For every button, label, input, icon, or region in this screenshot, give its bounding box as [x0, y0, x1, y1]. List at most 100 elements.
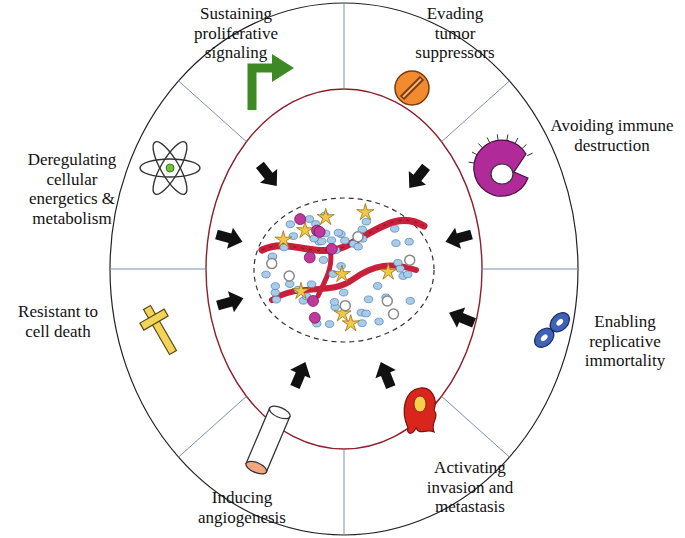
vessel-detail: [262, 220, 424, 250]
fibroblast: [333, 265, 350, 281]
immune-cell-icon: [469, 134, 533, 196]
fibroblast: [317, 208, 334, 224]
sector-dividers: [110, 3, 578, 535]
stromal-cell: [382, 296, 392, 306]
cancer-cell: [354, 243, 362, 250]
tumor-cells: [262, 203, 415, 331]
immune-cell: [295, 214, 306, 225]
hallmark-label: Avoiding immune destruction: [542, 116, 682, 155]
tumor-illustration: [254, 198, 434, 342]
hallmark-label: Deregulating cellular energetics & metab…: [17, 150, 127, 228]
suppressor-icon: [395, 71, 429, 105]
cancer-cell: [307, 281, 315, 288]
fibroblast: [275, 231, 292, 247]
cancer-cell: [317, 238, 325, 245]
cilium: [487, 137, 490, 142]
infinity-loop: [546, 309, 573, 336]
fibroblast: [357, 203, 374, 219]
inward-arrow: [371, 358, 401, 391]
sector-divider: [110, 269, 206, 270]
cancer-cell: [406, 298, 414, 305]
cancer-cell: [364, 296, 372, 303]
invasive-cell-body: [404, 388, 436, 433]
cancer-cell: [391, 225, 399, 232]
cancer-cell: [271, 283, 279, 290]
stop-bar: [402, 78, 422, 98]
cancer-cell: [392, 240, 400, 247]
cilium: [497, 134, 499, 140]
cancer-cell: [375, 318, 383, 325]
sector-divider: [179, 81, 247, 142]
stromal-cell: [405, 255, 415, 265]
tube-opening: [244, 459, 268, 477]
atom-orbit: [147, 138, 193, 199]
sector-divider: [442, 396, 510, 457]
hallmark-sector: Deregulating cellular energetics & metab…: [17, 150, 127, 228]
sector-divider: [344, 3, 345, 89]
invasive-cell-nucleus: [414, 396, 426, 412]
sector-divider: [179, 396, 247, 457]
inward-arrows: [214, 158, 479, 391]
inward-arrow: [214, 224, 246, 252]
cancer-cell: [325, 321, 333, 328]
hallmark-label: Enabling replicative immortality: [575, 312, 675, 371]
sector-divider: [442, 81, 510, 142]
cilium: [507, 135, 508, 141]
inner-ring: [206, 89, 482, 449]
cancer-cell: [272, 296, 280, 303]
stromal-cell: [284, 271, 294, 281]
cancer-cell: [289, 233, 297, 240]
cancer-cell: [404, 271, 412, 278]
inward-arrow: [215, 288, 247, 316]
hallmark-sector: Avoiding immune destruction: [542, 116, 682, 155]
cross-horizontal: [140, 309, 168, 330]
atom-orbit: [147, 138, 193, 199]
fibroblast: [292, 282, 309, 298]
inward-arrow: [445, 303, 478, 334]
cancer-cell: [330, 299, 338, 306]
inward-arrow: [443, 224, 475, 252]
hallmark-sector: Enabling replicative immortality: [575, 312, 675, 371]
stromal-cell: [340, 301, 350, 311]
sector-divider: [482, 269, 578, 270]
cilium: [472, 152, 477, 155]
hallmark-sector: Inducing angiogenesis: [187, 488, 297, 527]
cancer-cell: [341, 237, 349, 244]
hallmark-label: Resistant to cell death: [8, 302, 108, 341]
inward-arrow: [251, 158, 285, 193]
stromal-cell: [267, 259, 277, 269]
hallmark-sector: Evading tumor suppressors: [408, 4, 503, 63]
immune-cell-vacuole: [491, 164, 513, 184]
immune-cell: [304, 252, 315, 263]
cancer-cell: [362, 310, 370, 317]
proliferation-arrow-icon: [252, 54, 294, 110]
stop-circle: [395, 71, 429, 105]
hallmark-sector: Resistant to cell death: [8, 302, 108, 341]
inward-arrow: [401, 160, 435, 195]
tube-end: [268, 403, 292, 421]
immortality-icon: [531, 309, 573, 351]
cancer-cell: [339, 289, 347, 296]
cancer-cell: [405, 238, 413, 245]
tumor-boundary: [254, 198, 434, 342]
fibroblast: [380, 263, 397, 279]
cilium: [515, 138, 518, 143]
immune-cell: [309, 312, 320, 323]
hallmark-sector: Activating invasion and metastasis: [420, 458, 520, 517]
vessel-tube-icon: [244, 403, 292, 476]
cilium: [522, 144, 526, 148]
hallmark-label: Evading tumor suppressors: [408, 4, 503, 63]
immune-cell: [308, 295, 319, 306]
cell-death-cross-icon: [135, 300, 185, 359]
infinity-hole: [555, 318, 564, 327]
cancer-cell: [262, 271, 270, 278]
cilium: [478, 144, 482, 148]
cilium: [469, 162, 475, 163]
blood-vessel: [262, 220, 424, 250]
hallmark-label: Activating invasion and metastasis: [420, 458, 520, 517]
cancer-cell: [305, 216, 313, 223]
immune-cell: [326, 243, 337, 254]
cancer-cell: [271, 289, 279, 296]
